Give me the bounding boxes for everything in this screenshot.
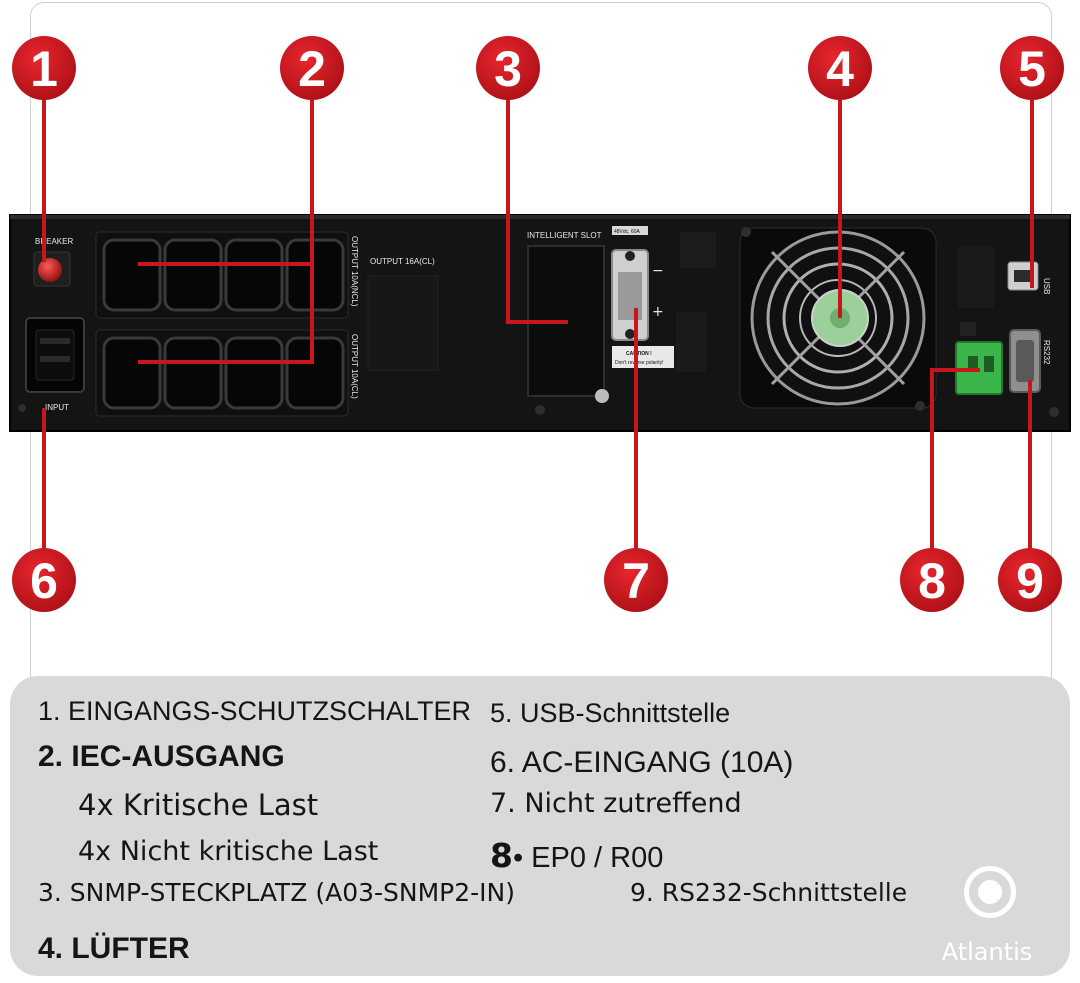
iec-outlet[interactable] [224, 336, 284, 410]
legend-item-8: 8• EP0 / R00 [490, 836, 663, 875]
svg-text:9: 9 [1016, 553, 1044, 609]
battery-rating-label: 48Vdc, 60A [614, 229, 641, 235]
iec-outlet[interactable] [224, 238, 284, 312]
logo-ring-icon [964, 866, 1016, 918]
svg-text:8: 8 [918, 553, 946, 609]
output-16a-label: OUTPUT 16A(CL) [370, 257, 435, 266]
callout-8: 8 [900, 548, 964, 612]
legend-item-2-noncritical: 4x Nicht kritische Last [78, 836, 379, 867]
legend-item-1: 1. EINGANGS-SCHUTZSCHALTER [38, 696, 472, 726]
iec-outlet[interactable] [102, 238, 162, 312]
callout-7: 7 [604, 548, 668, 612]
breaker-label: BREAKER [35, 237, 73, 246]
callout-leaders [42, 98, 1034, 552]
callout-1: 1 [12, 36, 76, 100]
brand-name: Atlantis [941, 938, 1033, 966]
callout-5: 5 [1000, 36, 1064, 100]
iec-outlet[interactable] [285, 336, 345, 410]
svg-text:7: 7 [622, 553, 650, 609]
callout-3: 3 [476, 36, 540, 100]
legend-item-3: 3. SNMP-STECKPLATZ (A03-SNMP2-IN) [38, 878, 516, 907]
callout-6: 6 [12, 548, 76, 612]
logo-dot-icon [978, 880, 1002, 904]
usb-label: USB [1042, 278, 1051, 294]
legend-item-9: 9. RS232-Schnittstelle [630, 878, 908, 907]
caution-text: Don't reverse polarity! [615, 360, 663, 366]
legend-item-5: 5. USB-Schnittstelle [490, 698, 731, 728]
svg-text:5: 5 [1018, 41, 1046, 97]
output-bank-top [95, 231, 349, 319]
iec-outlet[interactable] [285, 238, 345, 312]
output-10a-cl-label: OUTPUT 10A(CL) [350, 334, 359, 399]
iec-outlet[interactable] [163, 238, 223, 312]
caution-title: CAUTION ! [626, 351, 652, 357]
iec-outlet[interactable] [163, 336, 223, 410]
legend-item-8-text: • EP0 / R00 [512, 842, 664, 874]
minus-label: − [652, 263, 664, 279]
breaker-button[interactable] [38, 258, 62, 282]
svg-text:3: 3 [494, 41, 522, 97]
ground-screw [595, 389, 609, 403]
legend-item-8-number: 8 [490, 836, 513, 875]
svg-text:6: 6 [30, 553, 58, 609]
input-label: INPUT [45, 403, 69, 412]
intelligent-slot-label: INTELLIGENT SLOT [527, 231, 602, 240]
callout-4: 4 [808, 36, 872, 100]
output-10a-ncl-label: OUTPUT 10A(NCL) [350, 236, 359, 307]
ups-rear-panel-diagram: BREAKER INPUT OUTPUT 10A(NCL) OUTPUT 10A… [9, 36, 1071, 612]
svg-text:2: 2 [298, 41, 326, 97]
callout-9: 9 [998, 548, 1062, 612]
rs232-label: RS232 [1042, 340, 1051, 365]
legend-item-2: 2. IEC-AUSGANG [38, 740, 285, 773]
plus-label: + [652, 304, 664, 320]
svg-text:4: 4 [826, 41, 854, 97]
callout-2: 2 [280, 36, 344, 100]
brand-logo: Atlantis [932, 866, 1042, 966]
svg-text:1: 1 [30, 41, 58, 97]
legend-item-7: 7. Nicht zutreffend [490, 788, 742, 819]
legend-item-4: 4. LÜFTER [38, 932, 190, 965]
legend-item-2-critical: 4x Kritische Last [78, 788, 319, 822]
legend-item-6: 6. AC-EINGANG (10A) [490, 746, 794, 779]
output-bank-bottom [95, 329, 349, 417]
iec-outlet[interactable] [102, 336, 162, 410]
legend-panel: 1. EINGANGS-SCHUTZSCHALTER 2. IEC-AUSGAN… [10, 676, 1070, 976]
